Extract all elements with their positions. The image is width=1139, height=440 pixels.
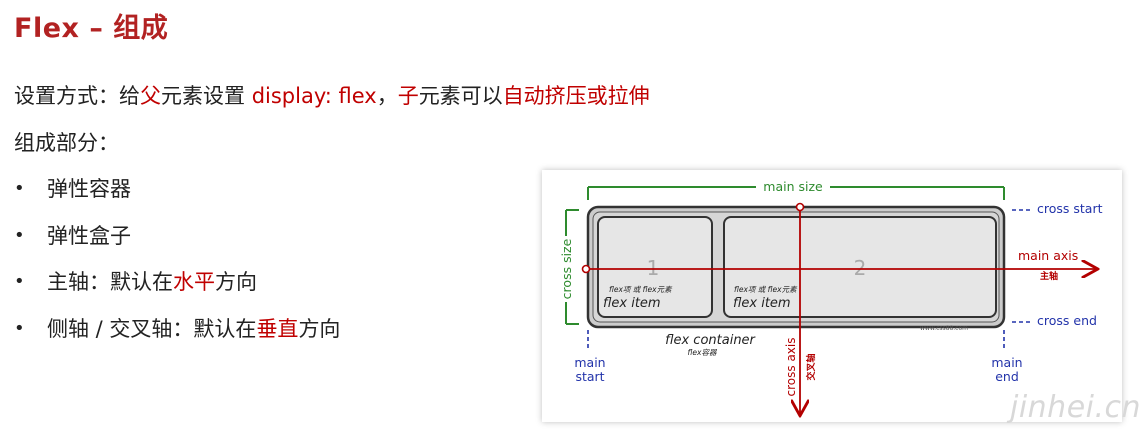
flex-item-2-label: flex item — [733, 296, 791, 311]
setup-text-2: 元素设置 — [161, 84, 252, 108]
list-item-text: 侧轴 / 交叉轴：默认在垂直方向 — [47, 314, 340, 344]
main-axis-cn-label: 主轴 — [1040, 270, 1058, 282]
parent-highlight: 父 — [140, 84, 161, 108]
main-start-label-1: main — [574, 355, 605, 370]
components-heading: 组成部分： — [14, 131, 119, 155]
flex-item-2-small-label: flex项 或 flex元素 — [734, 285, 798, 294]
main-size-bracket: main size — [587, 179, 1005, 200]
setup-text-4: 元素可以 — [418, 84, 503, 108]
flex-item-2-number: 2 — [854, 256, 867, 280]
cross-axis-cn-label: 交叉轴 — [805, 353, 817, 380]
main-end-label-2: end — [995, 369, 1019, 384]
main-axis-label: main axis — [1018, 248, 1078, 263]
cross-end-marker: cross end — [1012, 313, 1097, 328]
flex-container-cn-label: flex容器 — [688, 348, 718, 357]
main-end-label-1: main — [991, 355, 1022, 370]
child-highlight: 子 — [397, 84, 419, 108]
bullet-dot: • — [14, 317, 25, 339]
flex-item-1-small-label: flex项 或 flex元素 — [609, 285, 673, 294]
main-axis-arrow: main axis 主轴 — [581, 248, 1097, 282]
watermark: jinhei.cn — [1010, 390, 1139, 425]
flex-container-label: flex container — [665, 333, 756, 348]
list-item-text: 主轴：默认在水平方向 — [47, 267, 257, 297]
display-flex-highlight: display: flex — [251, 84, 377, 108]
list-item-text: 弹性盒子 — [47, 223, 131, 248]
direction-text: 方向 — [215, 270, 257, 294]
cross-axis-label: cross axis — [784, 338, 798, 397]
main-start-label-2: start — [575, 369, 604, 384]
setup-method-line: 设置方式：给父元素设置 display: flex，子元素可以自动挤压或拉伸 — [14, 80, 650, 110]
cross-size-label: cross size — [559, 238, 574, 299]
flex-item-2-box — [723, 216, 997, 318]
flex-item-1-box — [597, 216, 713, 318]
flexbox-diagram-svg: main size cross size 1 2 flex项 或 flex元素 … — [558, 179, 1103, 422]
flex-item-1-number: 1 — [647, 256, 660, 280]
cross-size-bracket: cross size — [558, 209, 579, 325]
cross-axis-text: 侧轴 / 交叉轴：默认在 — [47, 316, 257, 341]
vertical-highlight: 垂直 — [256, 316, 299, 341]
bullet-dot: • — [14, 178, 25, 199]
main-size-label: main size — [763, 179, 823, 194]
main-end-marker: main end — [991, 330, 1023, 384]
site-credit: www.css88.com — [920, 325, 968, 332]
bullet-dot: • — [14, 271, 25, 292]
main-start-marker: main start — [574, 330, 606, 384]
flexbox-diagram: main size cross size 1 2 flex项 或 flex元素 … — [542, 170, 1122, 422]
setup-text-1: 设置方式：给 — [14, 84, 140, 108]
flex-item-1-label: flex item — [603, 296, 661, 311]
auto-stretch-highlight: 自动挤压或拉伸 — [502, 84, 650, 108]
list-item-text: 弹性容器 — [47, 177, 131, 201]
cross-axis-arrow: cross axis 交叉轴 — [784, 202, 817, 415]
bullet-dot: • — [14, 224, 25, 246]
direction-text: 方向 — [298, 316, 341, 341]
cross-start-marker: cross start — [1012, 201, 1103, 216]
main-axis-text: 主轴：默认在 — [47, 270, 173, 294]
horizontal-highlight: 水平 — [173, 270, 215, 294]
page-title: Flex – 组成 — [14, 13, 169, 44]
cross-end-label: cross end — [1037, 313, 1097, 328]
setup-text-3: ， — [376, 84, 398, 108]
cross-start-label: cross start — [1037, 201, 1103, 216]
